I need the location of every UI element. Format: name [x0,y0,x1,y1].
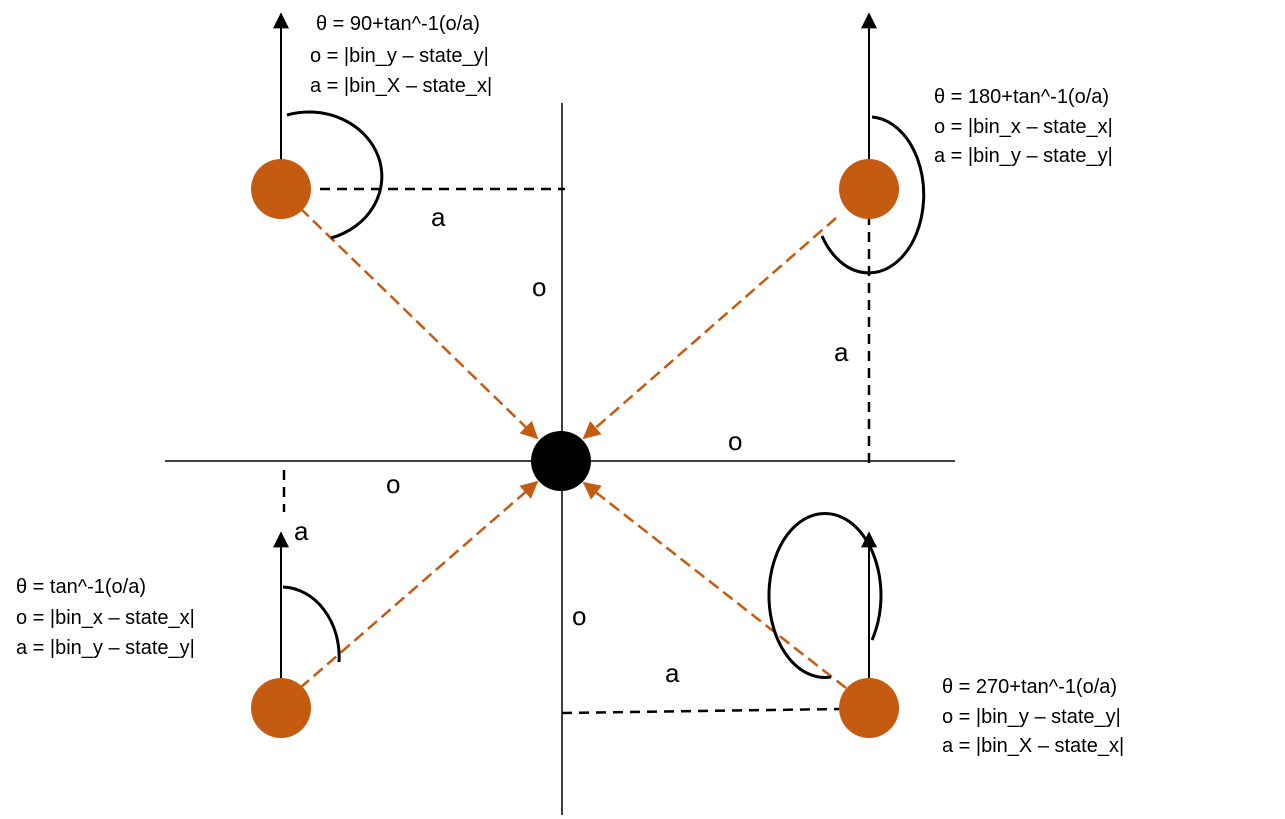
equation-o-top-left: o = |bin_y – state_y| [310,45,489,67]
bin-node-top-left [251,159,311,219]
angle-arc-top-right [820,115,926,275]
vector-top-right [582,217,837,440]
state-node [531,431,591,491]
equation-o-bottom-right: o = |bin_y – state_y| [942,706,1121,728]
label-a-top-left: a [431,202,446,232]
angle-arc-top-left [286,110,384,240]
equation-a-bottom-left: a = |bin_y – state_y| [16,637,195,659]
bin-node-bottom-left [251,678,311,738]
dashed-guide-bottom-right [561,707,841,715]
equation-theta-bottom-right: θ = 270+tan^-1(o/a) [942,676,1117,698]
equation-a-top-left: a = |bin_X – state_x| [310,75,492,97]
label-o-bottom-right: o [572,601,586,631]
equation-o-bottom-left: o = |bin_x – state_x| [16,607,195,629]
label-a-top-right: a [834,337,849,367]
equation-theta-bottom-left: θ = tan^-1(o/a) [16,576,146,598]
bin-node-bottom-right [839,678,899,738]
equation-o-top-right: o = |bin_x – state_x| [934,116,1113,138]
label-a-bottom-right: a [665,658,680,688]
label-o-top-right: o [728,426,742,456]
equation-theta-top-left: θ = 90+tan^-1(o/a) [316,13,480,35]
label-o-top-left: o [532,272,546,302]
vector-bottom-left [299,480,539,689]
angle-arc-bottom-right [767,512,883,679]
bin-node-top-right [839,159,899,219]
equation-a-top-right: a = |bin_y – state_y| [934,145,1113,167]
vector-top-left [299,207,539,440]
label-a-bottom-left: a [294,516,309,546]
equation-a-bottom-right: a = |bin_X – state_x| [942,735,1124,757]
angle-arc-bottom-left [282,585,341,663]
equation-theta-top-right: θ = 180+tan^-1(o/a) [934,86,1109,108]
label-o-bottom-left: o [386,469,400,499]
vector-bottom-right [582,481,847,689]
